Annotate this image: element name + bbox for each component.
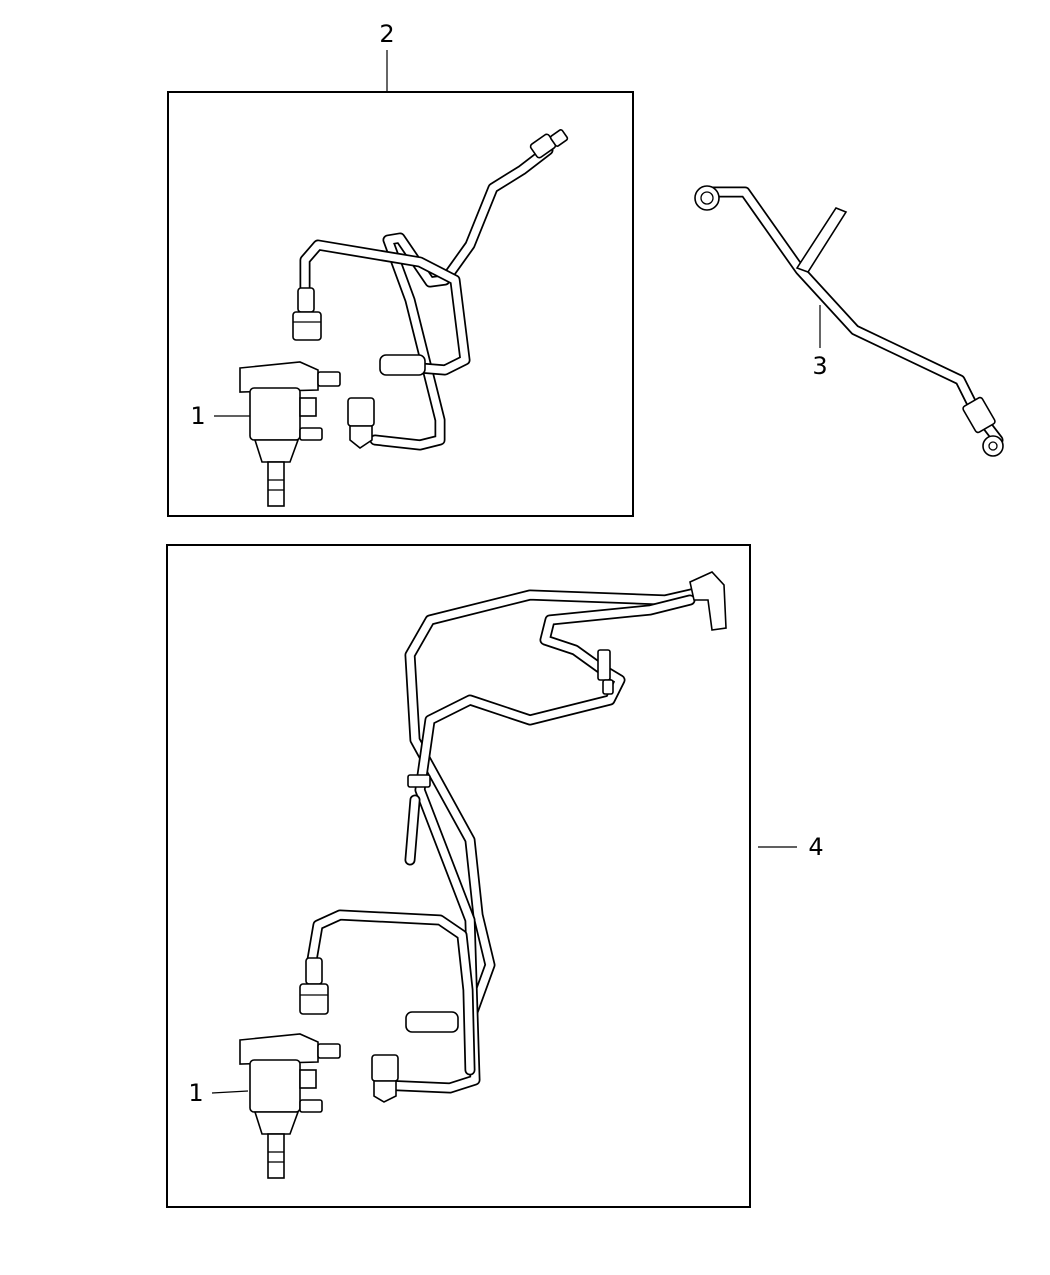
hose-end-fitting-icon: [529, 129, 569, 159]
elbow-connector-icon: [347, 397, 375, 449]
assembly-2-frame: [167, 91, 634, 517]
assembly-4-frame: [166, 544, 751, 1208]
purge-valve-icon: [239, 1033, 341, 1179]
purge-valve-icon: [239, 361, 341, 507]
callout-2: 2: [379, 20, 394, 48]
callout-1-bottom-leader: [211, 1090, 249, 1094]
assembly-2-hoses: [299, 144, 554, 451]
callout-1-bottom: 1: [188, 1079, 203, 1107]
assembly-4-hoses: [306, 571, 727, 1094]
callout-4: 4: [808, 833, 823, 861]
callout-3: 3: [812, 352, 827, 380]
elbow-connector-icon: [371, 1054, 399, 1103]
callout-1-top: 1: [190, 402, 205, 430]
part-3-hose: [694, 185, 1004, 457]
quick-connector-icon: [292, 287, 322, 341]
quick-connector-icon: [299, 957, 329, 1015]
